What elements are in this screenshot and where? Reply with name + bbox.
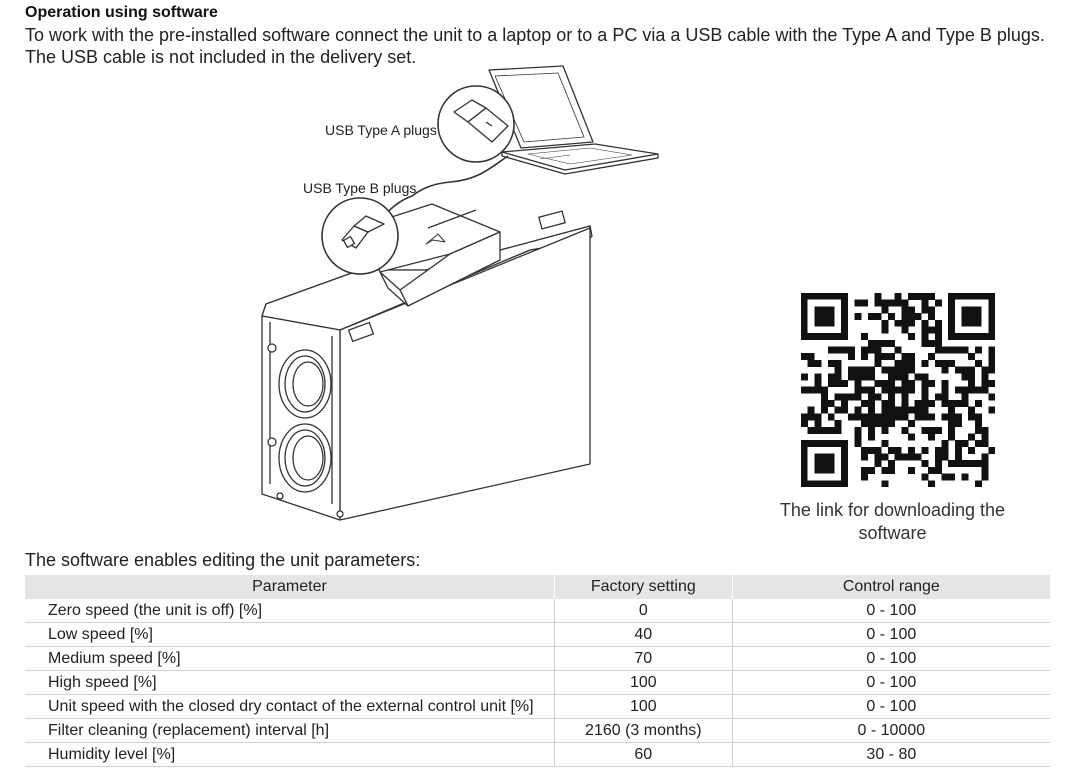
table-row: High speed [%] 100 0 - 100 bbox=[25, 670, 1050, 695]
control-range-cell: 0 - 100 bbox=[732, 622, 1050, 647]
intro-line: To work with the pre-installed software … bbox=[25, 25, 1045, 45]
control-range-cell: 30 - 80 bbox=[732, 742, 1050, 767]
qr-caption-line: The link for downloading the bbox=[779, 500, 1006, 520]
table-row: Low speed [%] 40 0 - 100 bbox=[25, 622, 1050, 647]
control-range-cell: 0 - 100 bbox=[732, 670, 1050, 695]
control-range-cell: 0 - 10000 bbox=[732, 718, 1050, 743]
factory-setting-cell: 40 bbox=[554, 622, 733, 647]
factory-setting-cell: 100 bbox=[554, 694, 733, 719]
parameter-cell: Zero speed (the unit is off) [%] bbox=[25, 599, 555, 623]
factory-setting-cell: 0 bbox=[554, 599, 733, 623]
parameter-cell: Medium speed [%] bbox=[25, 646, 555, 671]
factory-setting-cell: 60 bbox=[554, 742, 733, 767]
table-header-row: Parameter Factory setting Control range bbox=[25, 575, 1050, 599]
usb-type-b-label: USB Type B plugs bbox=[303, 180, 417, 196]
parameter-cell: High speed [%] bbox=[25, 670, 555, 695]
header-control-range: Control range bbox=[732, 575, 1050, 599]
table-row: Humidity level [%] 60 30 - 80 bbox=[25, 742, 1050, 767]
usb-type-a-label: USB Type A plugs bbox=[325, 122, 437, 138]
usb-type-b-magnifier bbox=[321, 197, 399, 275]
laptop-drawing bbox=[488, 65, 659, 175]
table-row: Zero speed (the unit is off) [%] 0 0 - 1… bbox=[25, 599, 1050, 623]
parameter-cell: Filter cleaning (replacement) interval [… bbox=[25, 718, 555, 743]
unit-laptop-illustration: USB Type A plugs USB Type B plugs bbox=[240, 64, 680, 528]
qr-caption-line: software bbox=[858, 523, 927, 543]
intro-text: To work with the pre-installed software … bbox=[25, 24, 1045, 68]
control-range-cell: 0 - 100 bbox=[732, 646, 1050, 671]
usb-type-a-magnifier bbox=[437, 85, 515, 163]
parameters-table: Parameter Factory setting Control range … bbox=[25, 575, 1050, 767]
table-row: Filter cleaning (replacement) interval [… bbox=[25, 718, 1050, 743]
control-range-cell: 0 - 100 bbox=[732, 599, 1050, 623]
factory-setting-cell: 100 bbox=[554, 670, 733, 695]
section-title: Operation using software bbox=[25, 4, 218, 21]
parameter-cell: Low speed [%] bbox=[25, 622, 555, 647]
table-row: Unit speed with the closed dry contact o… bbox=[25, 694, 1050, 719]
table-row: Medium speed [%] 70 0 - 100 bbox=[25, 646, 1050, 671]
factory-setting-cell: 2160 (3 months) bbox=[554, 718, 733, 743]
header-factory-setting: Factory setting bbox=[554, 575, 733, 599]
table-intro: The software enables editing the unit pa… bbox=[25, 550, 421, 570]
qr-caption: The link for downloading the software bbox=[760, 499, 1025, 545]
parameter-cell: Humidity level [%] bbox=[25, 742, 555, 767]
header-parameter: Parameter bbox=[25, 575, 555, 599]
qr-code[interactable] bbox=[801, 293, 996, 488]
parameter-cell: Unit speed with the closed dry contact o… bbox=[25, 694, 555, 719]
factory-setting-cell: 70 bbox=[554, 646, 733, 671]
intro-line: The USB cable is not included in the del… bbox=[25, 47, 417, 67]
ventilation-unit-drawing bbox=[261, 203, 593, 521]
control-range-cell: 0 - 100 bbox=[732, 694, 1050, 719]
